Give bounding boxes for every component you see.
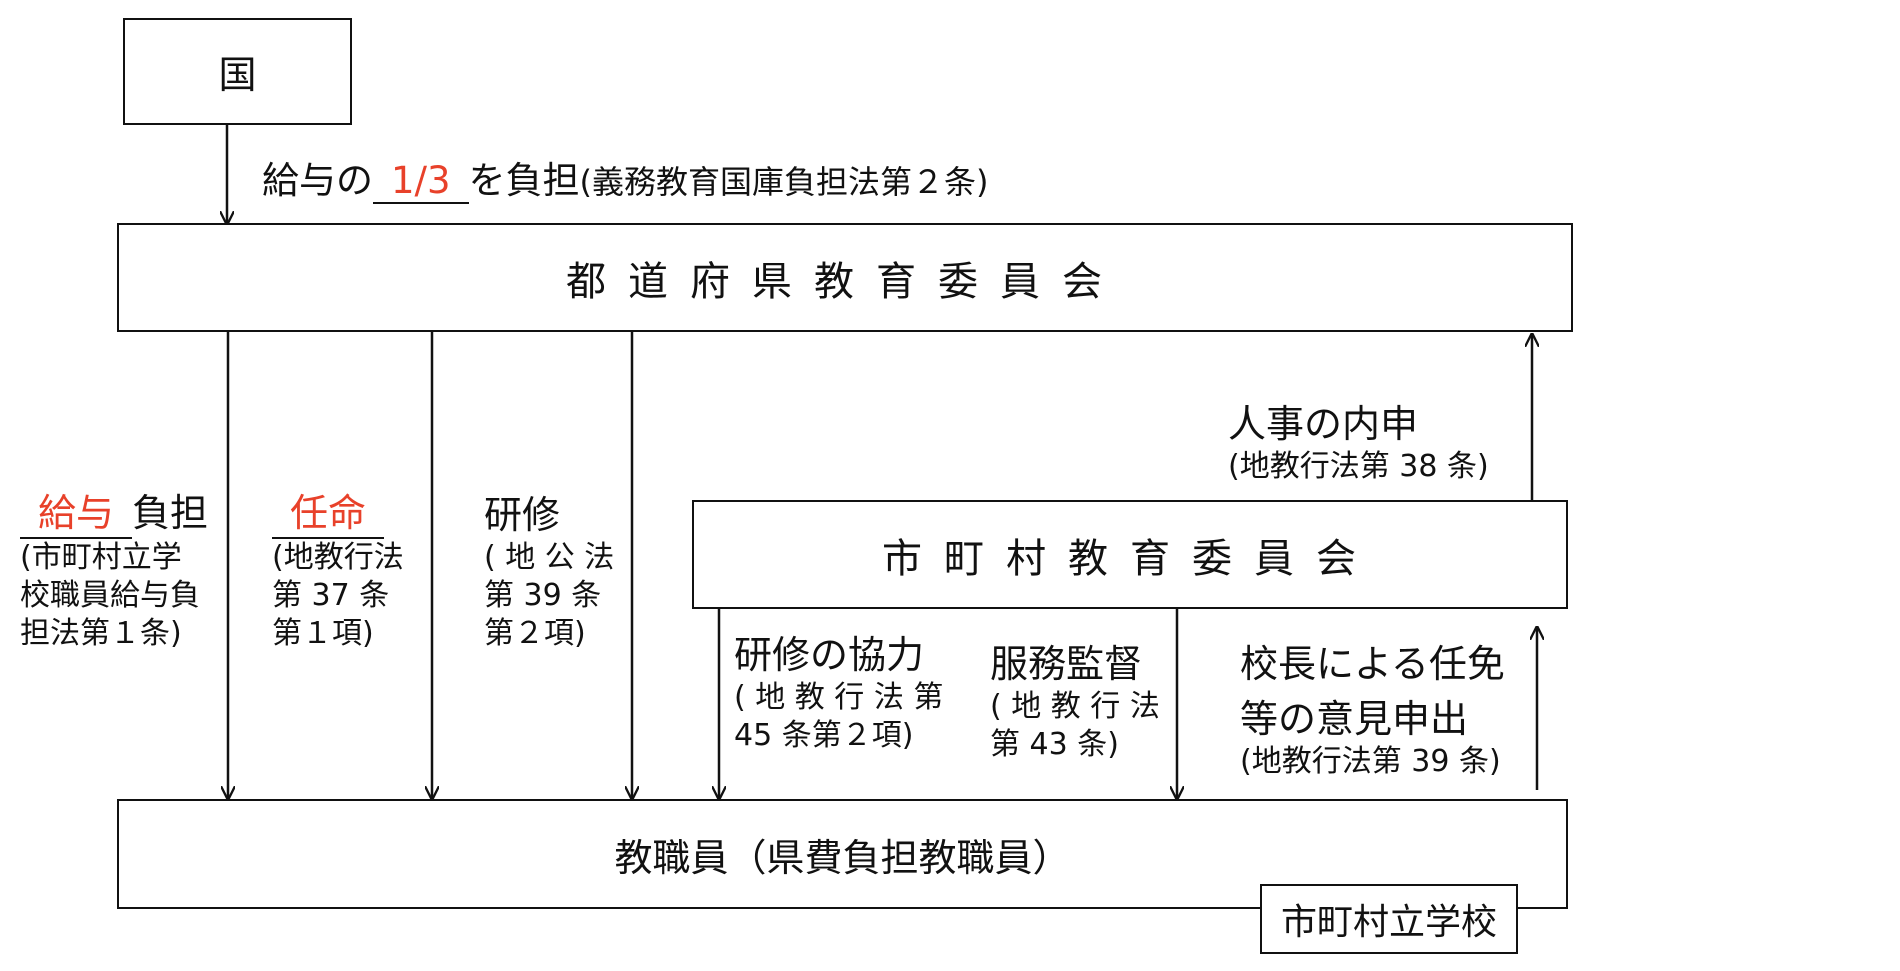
kuni-box: 国	[123, 18, 352, 125]
appoint-label-group: 任命 (地教行法 第 37 条 第１項)	[272, 482, 404, 653]
top-note-post: を負担	[468, 159, 580, 202]
personnel-label-group: 人事の内申 (地教行法第 38 条)	[1228, 393, 1489, 486]
salary-rest: 負担	[132, 491, 209, 535]
training-coop-title: 研修の協力	[734, 633, 925, 677]
personnel-title: 人事の内申	[1228, 402, 1419, 446]
principal-title-2: 等の意見申出	[1240, 697, 1469, 741]
top-note-value: 1/3	[373, 159, 469, 204]
salary-law-1: (市町村立学	[20, 540, 182, 575]
principal-label-group: 校長による任免 等の意見申出 (地教行法第 39 条)	[1240, 633, 1505, 781]
principal-title-1: 校長による任免	[1240, 642, 1505, 686]
training-coop-law-1: ( 地 教 行 法 第	[734, 680, 944, 715]
training-law-3: 第２項)	[484, 616, 586, 651]
supervision-title: 服務監督	[990, 642, 1143, 686]
training-coop-law-2: 45 条第２項)	[734, 718, 914, 753]
salary-law-3: 担法第１条)	[20, 616, 182, 651]
pref-board-label: 都道府県教育委員会	[566, 258, 1124, 305]
training-coop-label-group: 研修の協力 ( 地 教 行 法 第 45 条第２項)	[734, 624, 943, 755]
personnel-law: (地教行法第 38 条)	[1228, 449, 1489, 484]
salary-label-group: 給与負担 (市町村立学 校職員給与負 担法第１条)	[20, 482, 208, 653]
appoint-law-1: (地教行法	[272, 540, 404, 575]
pref-board-box: 都道府県教育委員会	[117, 223, 1573, 332]
top-note-law: (義務教育国庫負担法第２条)	[579, 163, 989, 201]
training-law-1: ( 地 公 法	[484, 540, 615, 575]
appoint-law-3: 第１項)	[272, 616, 374, 651]
staff-label: 教職員（県費負担教職員）	[614, 835, 1071, 880]
muni-board-box: 市町村教育委員会	[692, 500, 1568, 609]
salary-highlight: 給与	[20, 482, 133, 539]
training-title: 研修	[484, 493, 561, 537]
school-label: 市町村立学校	[1280, 902, 1497, 943]
top-note-pre: 給与の	[262, 159, 373, 202]
staff-box: 教職員（県費負担教職員）	[117, 799, 1568, 909]
salary-law-2: 校職員給与負	[20, 578, 200, 613]
training-label-group: 研修 ( 地 公 法 第 39 条 第２項)	[484, 484, 614, 653]
appoint-law-2: 第 37 条	[272, 578, 390, 613]
principal-law: (地教行法第 39 条)	[1240, 744, 1501, 779]
appoint-highlight: 任命	[272, 482, 385, 539]
muni-board-label: 市町村教育委員会	[882, 535, 1378, 582]
supervision-label-group: 服務監督 ( 地 教 行 法 第 43 条)	[990, 633, 1160, 764]
supervision-law-2: 第 43 条)	[990, 727, 1119, 762]
supervision-law-1: ( 地 教 行 法	[990, 689, 1160, 724]
kuni-label: 国	[218, 53, 257, 97]
training-law-2: 第 39 条	[484, 578, 602, 613]
school-box: 市町村立学校	[1260, 884, 1518, 954]
